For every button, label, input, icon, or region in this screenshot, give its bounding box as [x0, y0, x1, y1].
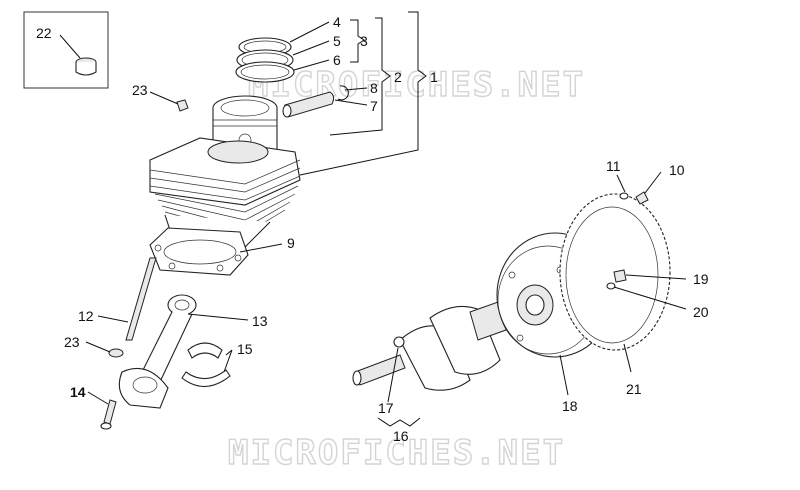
callout-3: 3	[360, 33, 368, 49]
callout-11: 11	[606, 158, 621, 174]
callout-18: 18	[562, 398, 578, 414]
callout-23-lower: 23	[64, 334, 80, 350]
callout-1: 1	[430, 69, 438, 85]
watermark-top: MICROFICHES.NET	[248, 65, 585, 105]
callout-14: 14	[70, 384, 86, 400]
bearing-shells	[181, 342, 231, 388]
callout-23-upper: 23	[132, 82, 148, 98]
callout-4: 4	[333, 14, 341, 30]
stud-bolt	[125, 257, 157, 341]
flywheel-bolts	[606, 191, 649, 290]
watermark-bottom: MICROFICHES.NET	[228, 433, 565, 473]
rod-bolt	[100, 399, 117, 430]
circlip	[337, 85, 349, 101]
inset-box-part-22	[23, 11, 109, 89]
callout-15: 15	[237, 341, 253, 357]
callout-5: 5	[333, 33, 341, 49]
nut-lower	[108, 348, 124, 358]
callout-21: 21	[626, 381, 642, 397]
leader-lines	[85, 11, 687, 427]
callout-9: 9	[287, 235, 295, 251]
callout-2: 2	[394, 69, 402, 85]
callout-6: 6	[333, 52, 341, 68]
piston-rings	[235, 37, 295, 83]
cylinder-gasket	[149, 227, 249, 276]
connecting-rod	[118, 294, 197, 409]
callout-7: 7	[370, 98, 378, 114]
piston-pin	[282, 91, 335, 118]
callout-10: 10	[669, 162, 685, 178]
callout-20: 20	[693, 304, 709, 320]
callout-17: 17	[378, 400, 394, 416]
crankshaft	[352, 301, 507, 391]
callout-8: 8	[370, 80, 378, 96]
callout-16: 16	[393, 428, 409, 444]
callout-12: 12	[78, 308, 94, 324]
callout-22: 22	[36, 25, 52, 41]
nut-upper	[176, 99, 189, 112]
callout-13: 13	[252, 313, 268, 329]
callout-19: 19	[693, 271, 709, 287]
